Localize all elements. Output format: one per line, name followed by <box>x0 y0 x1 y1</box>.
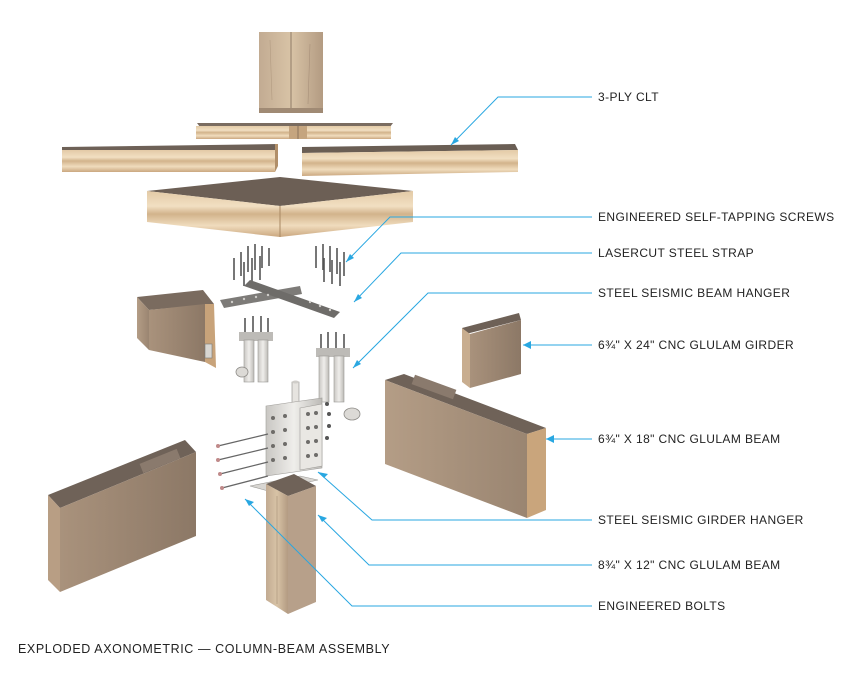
clt-plank-thin <box>196 123 393 139</box>
clt-slab-left <box>62 144 278 172</box>
steel-strap <box>220 280 340 318</box>
label-glulam-beam-18: 6¾" X 18" CNC GLULAM BEAM <box>598 432 781 446</box>
leader-beam-hanger <box>352 292 592 369</box>
leader-lines <box>244 96 592 607</box>
diagram-caption: EXPLODED AXONOMETRIC — COLUMN-BEAM ASSEM… <box>18 642 391 656</box>
girder-hanger <box>249 380 331 492</box>
beam-hanger-right <box>316 332 361 421</box>
glulam-beam-right <box>385 374 546 518</box>
leader-screws <box>345 216 592 263</box>
leader-arrowheads <box>245 137 554 522</box>
label-glulam-beam-12: 8¾" X 12" CNC GLULAM BEAM <box>598 558 781 572</box>
glulam-block-left <box>137 290 216 368</box>
label-steel-strap: LASERCUT STEEL STRAP <box>598 246 755 260</box>
label-beam-hanger: STEEL SEISMIC BEAM HANGER <box>598 286 791 300</box>
label-girder-hanger: STEEL SEISMIC GIRDER HANGER <box>598 513 804 527</box>
upper-column <box>259 32 323 113</box>
clt-slab-right <box>302 144 518 176</box>
glulam-beam-left <box>48 440 196 592</box>
label-3-ply-clt: 3-PLY CLT <box>598 90 659 104</box>
leader-strap <box>353 252 592 303</box>
screw-cluster-left <box>233 244 270 286</box>
clt-slab-center <box>147 177 413 237</box>
lower-column <box>266 474 316 614</box>
leader-girder-hanger <box>317 471 592 521</box>
leader-beam-12 <box>317 514 592 566</box>
leader-bolts <box>244 498 592 607</box>
label-glulam-girder: 6¾" X 24" CNC GLULAM GIRDER <box>598 338 795 352</box>
bolt-heads <box>216 444 224 490</box>
leader-clt <box>450 96 592 146</box>
screw-cluster-right <box>315 244 345 286</box>
label-self-tapping-screws: ENGINEERED SELF-TAPPING SCREWS <box>598 210 835 224</box>
beam-hanger-left <box>235 316 273 383</box>
label-engineered-bolts: ENGINEERED BOLTS <box>598 599 726 613</box>
glulam-girder <box>462 313 521 388</box>
bolts <box>217 433 269 489</box>
